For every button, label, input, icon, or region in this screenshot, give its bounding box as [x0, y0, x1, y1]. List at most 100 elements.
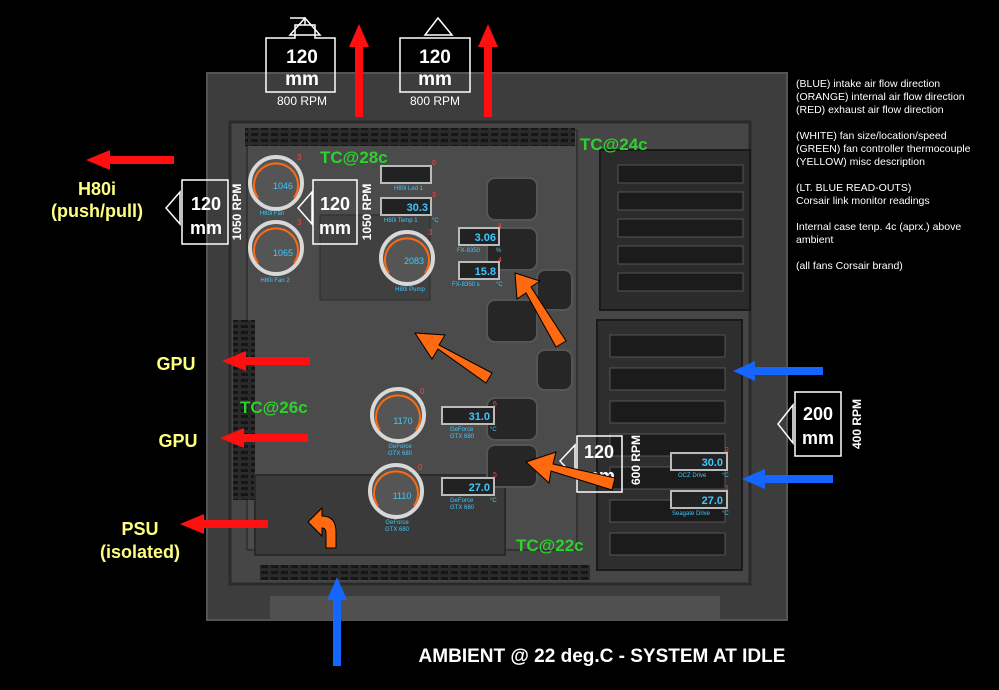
thermocouple-3: TC@26c — [240, 398, 308, 417]
gauge-value: 1110 — [393, 491, 412, 501]
h80i-sublabel: (push/pull) — [51, 201, 143, 221]
up-chevron-icon — [288, 16, 322, 36]
gauge-value: 1046 — [273, 181, 293, 191]
readout-fx8350-s: 15.8 FX-8350 s °C 4 — [452, 257, 503, 288]
readout-display — [441, 406, 495, 425]
gauge-dial — [370, 387, 426, 443]
left-chevron-icon — [297, 190, 313, 226]
readout-value: 30.3 — [407, 202, 428, 214]
top-vent — [245, 128, 575, 146]
thermocouple-1: TC@28c — [320, 148, 388, 167]
legend-line: Corsair link monitor readings — [796, 195, 930, 207]
gauge-gpu-2: 1110 GeForce GTX 680 0 — [368, 463, 424, 533]
readout-badge: 4 — [498, 223, 502, 230]
legend-gap — [796, 247, 996, 260]
gauge-label: GeForce — [385, 520, 409, 526]
readout-display — [670, 452, 728, 471]
fan-direction-outline — [399, 37, 471, 93]
readout-value: 15.8 — [475, 266, 496, 278]
readout-badge: 3 — [432, 192, 436, 199]
internal-curved-arrow — [307, 506, 337, 549]
gauge-value: 1065 — [273, 248, 293, 258]
readout-label: FX-8350 s — [452, 282, 480, 288]
readout-label: GeForce — [450, 498, 474, 504]
readout-display — [458, 261, 500, 280]
internal-arrow — [414, 332, 493, 384]
readout-badge: 1 — [725, 485, 729, 492]
intake-arrow-body — [753, 367, 823, 375]
psu-sublabel: (isolated) — [100, 542, 180, 562]
fan-size: 120 — [419, 47, 451, 68]
legend-line: (RED) exhaust air flow direction — [796, 104, 944, 116]
intake-arrows — [327, 361, 833, 666]
readout-h80i-led: H80i Led 1 0 — [380, 160, 436, 192]
gauge-gpu-1: 1170 GeForce GTX 680 0 — [370, 387, 426, 457]
psu-label: PSU — [121, 519, 158, 539]
gpu-label-1: GPU — [156, 354, 195, 374]
readout-value: 27.0 — [702, 495, 723, 507]
fan-box — [181, 179, 229, 245]
readout-h80i-temp: 30.3 H80i Temp 1 °C 3 — [380, 192, 439, 224]
readout-ocz-drive: 30.0 OCZ Drive °C 2 — [670, 447, 729, 479]
gpu-label-2: GPU — [158, 431, 197, 451]
gauge-label: H80i Pump — [395, 287, 425, 293]
radiator-fan-2: 120 mm 1050 RPM — [297, 179, 374, 245]
front-fan-200: 200 mm 400 RPM — [777, 391, 864, 457]
readout-label: FX-8350 — [457, 248, 481, 254]
internal-airflow-arrows — [307, 272, 616, 549]
fan-unit: mm — [418, 69, 452, 90]
gauge-arc — [384, 237, 430, 274]
legend-gap — [796, 117, 996, 130]
legend-gap — [796, 169, 996, 182]
readout-unit: °C — [722, 511, 729, 517]
readout-display — [380, 165, 432, 184]
intake-arrow-body — [763, 475, 833, 483]
legend-gap — [796, 208, 996, 221]
gauge-arc — [253, 227, 299, 264]
readout-label: GeForce — [450, 427, 474, 433]
fan-rpm: 400 RPM — [850, 399, 864, 449]
legend-line: (ORANGE) internal air flow direction — [796, 91, 965, 103]
fan-unit: mm — [285, 69, 319, 90]
readout-label: Seagate Drive — [672, 511, 711, 517]
readout-display — [441, 477, 495, 496]
legend-line: (all fans Corsair brand) — [796, 260, 903, 272]
readout-unit: °C — [490, 427, 497, 433]
readout-label: H80i Temp 1 — [384, 218, 418, 224]
gauge-badge: 0 — [418, 463, 423, 472]
readout-seagate-drive: 27.0 Seagate Drive °C 1 — [670, 485, 729, 517]
legend-line: (YELLOW) misc description — [796, 156, 925, 168]
left-chevron-icon — [777, 402, 794, 446]
gauge-h80i-fan-2: 1065 H80i Fan 2 3 — [248, 218, 304, 284]
fan-unit: mm — [802, 428, 834, 448]
internal-arrow — [514, 272, 567, 348]
readout-value: 31.0 — [469, 411, 490, 423]
component-labels: H80i (push/pull) GPU GPU PSU (isolated) — [51, 179, 198, 562]
readout-badge: 0 — [432, 160, 436, 167]
readout-unit: °C — [496, 282, 503, 288]
gauge-h80i-pump: 2083 H80i Pump 3 — [379, 228, 435, 293]
fan-box — [312, 179, 358, 245]
left-chevron-icon — [165, 190, 181, 226]
readout-badge: 6 — [493, 401, 497, 408]
fan-size: 120 — [320, 194, 350, 214]
intake-arrow-body — [333, 598, 341, 666]
readout-label: H80i Led 1 — [394, 186, 424, 192]
legend: (BLUE) intake air flow direction (ORANGE… — [796, 78, 996, 273]
readout-value: 30.0 — [702, 457, 723, 469]
readout-fx8350: 3.06 FX-8350 % 4 — [457, 223, 502, 254]
gauge-value: 1170 — [393, 416, 412, 426]
gauge-arc — [253, 162, 299, 199]
gauge-label: H80i Fan — [260, 211, 284, 217]
gauge-value: 2083 — [404, 256, 424, 266]
thermocouple-2: TC@24c — [580, 135, 648, 154]
exhaust-arrows-left — [86, 150, 310, 534]
readout-display — [380, 197, 432, 216]
gauge-dial — [368, 463, 424, 519]
gauge-arc — [375, 394, 421, 431]
gauge-label-2: GTX 680 — [388, 451, 413, 457]
gauge-dial — [248, 155, 304, 211]
legend-line: (WHITE) fan size/location/speed — [796, 130, 947, 142]
pc-case — [206, 72, 788, 621]
